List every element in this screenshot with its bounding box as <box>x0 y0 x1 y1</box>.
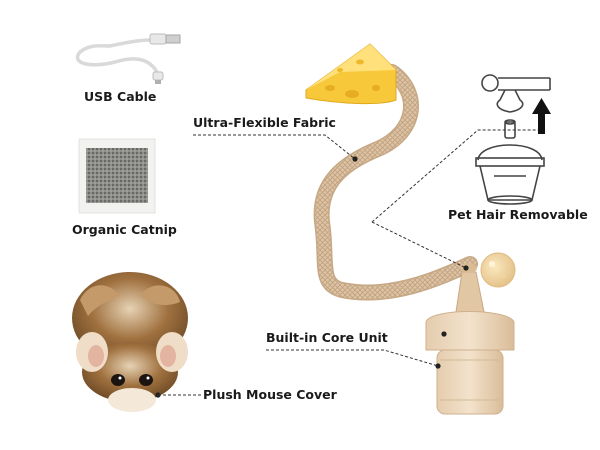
cheese-icon <box>305 43 397 105</box>
leader-lines <box>158 129 538 396</box>
usb-cable-icon <box>75 33 181 84</box>
pompom-icon <box>480 252 516 288</box>
core-unit-icon <box>425 263 515 415</box>
plush-mouse-cover-label: Plush Mouse Cover <box>203 387 337 402</box>
ultra-flexible-fabric-label: Ultra-Flexible Fabric <box>193 115 336 130</box>
plush-mouse-icon <box>72 272 188 412</box>
flexible-tube-icon <box>313 64 478 301</box>
pet-hair-removable-label: Pet Hair Removable <box>448 207 588 222</box>
fabric-joint-dot <box>463 265 469 271</box>
catnip-pouch-icon <box>78 138 156 214</box>
built-in-core-unit-label: Built-in Core Unit <box>266 330 388 345</box>
organic-catnip-label: Organic Catnip <box>72 222 177 237</box>
arrow-up-icon <box>532 98 551 134</box>
removable-head-icon <box>475 74 551 205</box>
usb-cable-label: USB Cable <box>84 89 157 104</box>
